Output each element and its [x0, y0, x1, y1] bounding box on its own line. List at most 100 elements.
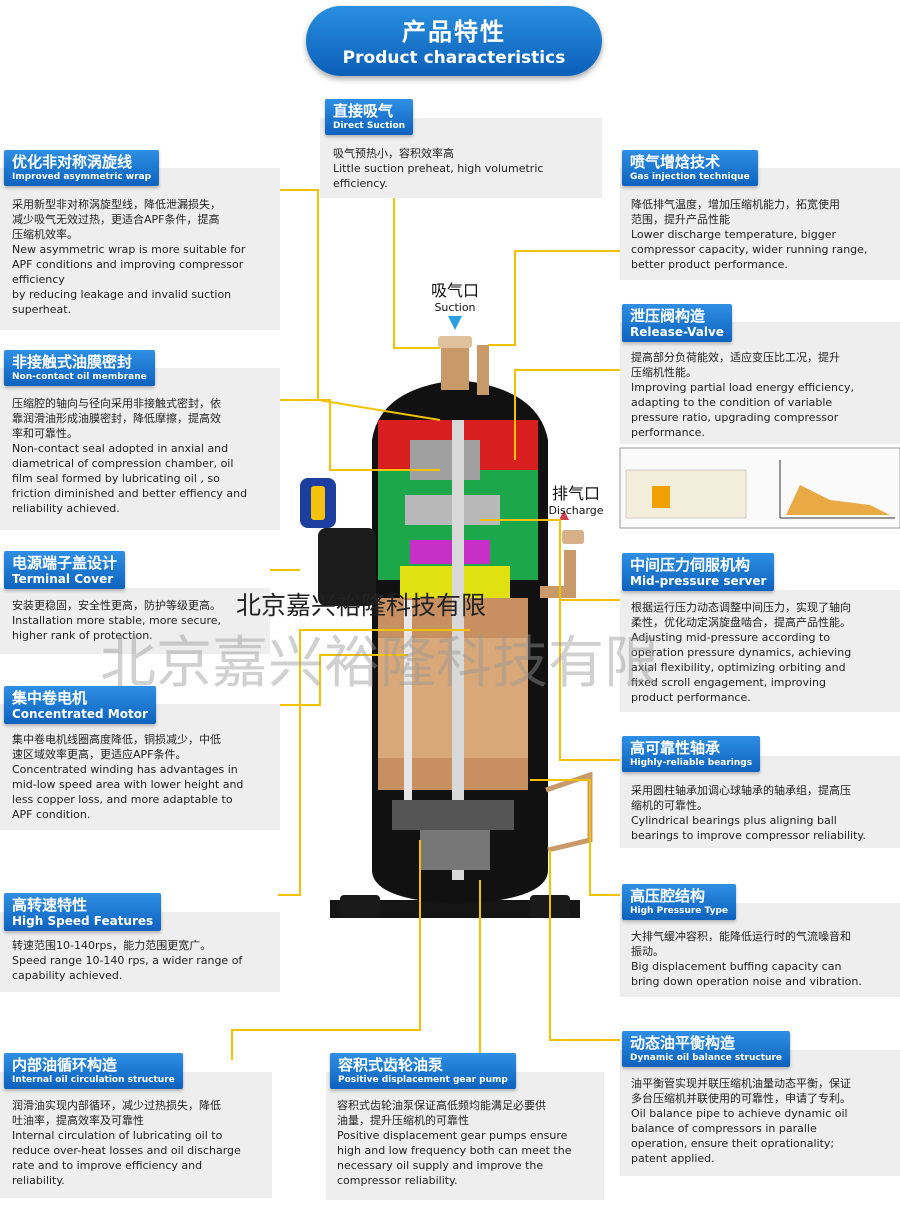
oil-balance-subtitle: Dynamic oil balance structure — [630, 1053, 782, 1063]
text-line: 降低排气温度，增加压缩机能力，拓宽使用 — [631, 198, 840, 211]
bearings-title: 高可靠性轴承 — [630, 739, 721, 757]
text-line: diametrical of compression chamber, oil — [12, 457, 234, 470]
text-line: friction diminished and better effiency … — [12, 487, 248, 500]
direct-suction-title: 直接吸气 — [333, 102, 394, 120]
text-line: operation pressure dynamics, achieving — [631, 646, 852, 659]
text-line: superheat. — [12, 303, 72, 316]
watermark-small: 北京嘉兴裕隆科技有限 — [236, 591, 487, 620]
text-line: 安装更稳固，安全性更高，防护等级更高。 — [12, 599, 221, 612]
text-line: efficiency — [12, 273, 65, 286]
bearings-text: 采用圆柱轴承加调心球轴承的轴承组，提高压 缩机的可靠性。 Cylindrical… — [631, 783, 866, 843]
bearings-header: 高可靠性轴承 Highly-reliable bearings — [622, 736, 761, 772]
text-line: necessary oil supply and improve the — [337, 1159, 544, 1172]
text-line: better product performance. — [631, 258, 788, 271]
text-line: patent applied. — [631, 1152, 715, 1165]
text-line: bearings to improve compressor reliabili… — [631, 829, 866, 842]
oil-circulation-panel — [0, 1072, 272, 1198]
release-valve-panel — [620, 322, 900, 444]
text-line: 压缩机性能。 — [631, 366, 697, 379]
text-line: Little suction preheat, high volumetric — [333, 162, 544, 175]
high-pressure-title: 高压腔结构 — [630, 887, 706, 905]
text-line: reliability. — [12, 1174, 65, 1187]
mid-pressure-title: 中间压力伺服机构 — [630, 556, 751, 574]
text-line: 容积式齿轮油泵保证高低频均能满足必要供 — [337, 1099, 546, 1112]
motor-panel — [0, 704, 280, 830]
gas-injection-title: 喷气增焓技术 — [630, 153, 721, 171]
text-line: 缩机的可靠性。 — [631, 799, 708, 812]
text-line: New asymmetric wrap is more suitable for — [12, 243, 246, 256]
text-line: 压缩机效率。 — [12, 228, 78, 241]
text-line: Lower discharge temperature, bigger — [631, 228, 836, 241]
text-line: 振动。 — [631, 945, 664, 958]
text-line: mid-low speed area with lower height and — [12, 778, 244, 791]
text-line: operation, ensure theit oprationality; — [631, 1137, 835, 1150]
suction-label-zh: 吸气口 — [430, 281, 479, 300]
text-line: capability achieved. — [12, 969, 123, 982]
gear-pump-subtitle: Positive displacement gear pump — [338, 1075, 508, 1085]
oil-membrane-text: 压缩腔的轴向与径向采用非接触式密封，依 靠润滑油形成油膜密封，降低摩擦，提高效 … — [12, 396, 247, 516]
suction-label-en: Suction — [434, 301, 476, 314]
text-line: axial flexibility, optimizing orbiting a… — [631, 661, 846, 674]
high-pressure-text: 大排气缓冲容积，能降低运行时的气流噪音和 振动。 Big displacemen… — [631, 929, 862, 989]
terminal-cover-title: 电源端子盖设计 — [12, 554, 118, 572]
text-line: 减少吸气无效过热，更适合APF条件，提高 — [12, 213, 220, 226]
mid-pressure-text: 根据运行压力动态调整中间压力，实现了轴向 柔性，优化动定涡旋盘啮合，提高产品性能… — [631, 600, 851, 705]
text-line: reduce over-heat losses and oil discharg… — [12, 1144, 241, 1157]
bearings-subtitle: Highly-reliable bearings — [630, 758, 753, 768]
text-line: Positive displacement gear pumps ensure — [337, 1129, 568, 1142]
high-pressure-subtitle: High Pressure Type — [630, 906, 729, 916]
asym-wrap-title: 优化非对称涡旋线 — [12, 153, 133, 171]
direct-suction-text: 吸气预热小，容积效率高 Little suction preheat, high… — [333, 146, 543, 191]
gas-injection-subtitle: Gas injection technique — [630, 172, 750, 182]
motor-header: 集中卷电机 Concentrated Motor — [4, 686, 156, 724]
text-line: reliability achieved. — [12, 502, 120, 515]
text-line: high and low frequency both can meet the — [337, 1144, 572, 1157]
oil-circulation-title: 内部油循环构造 — [12, 1056, 118, 1074]
text-line: Oil balance pipe to achieve dynamic oil — [631, 1107, 848, 1120]
suction-label: 吸气口 Suction — [418, 277, 492, 314]
release-valve-text: 提高部分负荷能效，适应变压比工况，提升 压缩机性能。 Improving par… — [631, 350, 854, 440]
motor-subtitle: Concentrated Motor — [12, 707, 148, 721]
gas-injection-panel — [620, 168, 900, 280]
gas-injection-header: 喷气增焓技术 Gas injection technique — [622, 150, 758, 186]
text-line: 吸气预热小，容积效率高 — [333, 147, 454, 160]
text-line: Speed range 10-140 rps, a wider range of — [12, 954, 243, 967]
text-line: APF conditions and improving compressor — [12, 258, 244, 271]
direct-suction-header: 直接吸气 Direct Suction — [325, 99, 414, 135]
motor-title: 集中卷电机 — [12, 689, 88, 707]
terminal-cover-header: 电源端子盖设计 Terminal Cover — [4, 551, 126, 589]
high-speed-text: 转速范围10-140rps，能力范围更宽广。 Speed range 10-14… — [12, 938, 242, 983]
text-line: 转速范围10-140rps，能力范围更宽广。 — [12, 939, 212, 952]
text-line: 集中卷电机线圈高度降低，铜损减少，中低 — [12, 733, 221, 746]
text-line: balance of compressors in paralle — [631, 1122, 817, 1135]
text-line: 润滑油实现内部循环，减少过热损失，降低 — [12, 1099, 221, 1112]
text-line: 采用圆柱轴承加调心球轴承的轴承组，提高压 — [631, 784, 851, 797]
text-line: 提高部分负荷能效，适应变压比工况，提升 — [631, 351, 840, 364]
release-valve-subtitle: Release-Valve — [630, 325, 724, 339]
oil-circulation-subtitle: Internal oil circulation structure — [12, 1075, 175, 1085]
page-title-en: Product characteristics — [342, 48, 566, 68]
text-line: 范围，提升产品性能 — [631, 213, 730, 226]
high-pressure-header: 高压腔结构 High Pressure Type — [622, 884, 737, 920]
mid-pressure-panel — [620, 590, 900, 712]
text-line: 大排气缓冲容积，能降低运行时的气流噪音和 — [631, 930, 851, 943]
text-line: adapting to the condition of variable — [631, 396, 833, 409]
gear-pump-panel — [326, 1072, 604, 1200]
text-line: by reducing leakage and invalid suction — [12, 288, 232, 301]
oil-circulation-text: 润滑油实现内部循环，减少过热损失，降低 吐油率，提高效率及可靠性 Interna… — [12, 1098, 241, 1188]
text-line: Non-contact seal adopted in anxial and — [12, 442, 229, 455]
text-line: bring down operation noise and vibration… — [631, 975, 862, 988]
release-valve-title: 泄压阀构造 — [630, 307, 706, 325]
oil-balance-text: 油平衡管实现并联压缩机油量动态平衡，保证 多台压缩机并联使用的可靠性，申请了专利… — [631, 1076, 851, 1166]
text-line: 油量，提升压缩机的可靠性 — [337, 1114, 469, 1127]
oil-membrane-panel — [0, 368, 280, 530]
oil-balance-header: 动态油平衡构造 Dynamic oil balance structure — [622, 1031, 790, 1067]
text-line: fixed scroll engagement, improving — [631, 676, 827, 689]
text-line: pressure ratio, upgrading compressor — [631, 411, 839, 424]
oil-membrane-title: 非接触式油膜密封 — [12, 353, 133, 371]
text-line: rate and to improve efficiency and — [12, 1159, 203, 1172]
page-title: 产品特性 Product characteristics — [306, 6, 602, 76]
terminal-cover-subtitle: Terminal Cover — [12, 572, 114, 586]
text-line: less copper loss, and more adaptable to — [12, 793, 233, 806]
oil-circulation-header: 内部油循环构造 Internal oil circulation structu… — [4, 1053, 183, 1089]
